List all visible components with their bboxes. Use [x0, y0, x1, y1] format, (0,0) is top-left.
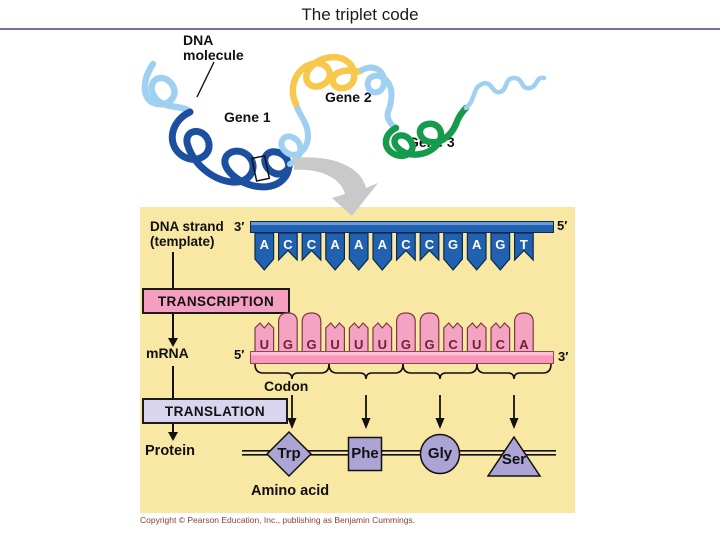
dna-strand-label-line2: (template) — [150, 234, 215, 249]
codon-brace — [402, 363, 478, 380]
dna-base-letter: A — [330, 237, 340, 252]
amino-acid-chain: Trp Phe Gly Ser — [242, 430, 556, 478]
amino-acid-name: Ser — [502, 451, 526, 468]
mrna-base-tab — [514, 312, 534, 353]
dna-5-prime-label: 5′ — [557, 218, 568, 233]
dna-base-letter: A — [472, 237, 482, 252]
mrna-base-tab — [325, 322, 345, 353]
mrna-base-letter: C — [496, 337, 506, 352]
codon-arrowhead — [287, 418, 297, 429]
codon-braces-and-arrows — [254, 363, 552, 429]
mrna-base-tab — [490, 322, 511, 353]
mrna-base-letter: G — [424, 337, 434, 352]
dna-3-prime-label: 3′ — [234, 219, 245, 234]
mrna-base-tab — [278, 312, 298, 353]
codon-brace — [254, 363, 330, 380]
dna-base-letter: C — [307, 237, 317, 252]
mrna-base-tab — [466, 322, 487, 353]
mrna-base-letter: G — [401, 337, 411, 352]
page-title: The triplet code — [301, 5, 419, 24]
mrna-base-tab — [348, 322, 369, 353]
amino-acid-name: Trp — [277, 445, 300, 462]
dna-molecule-label: DNA molecule — [183, 32, 244, 63]
dna-base-letter: C — [401, 237, 411, 252]
dna-base-tab — [372, 233, 393, 271]
dna-base-letter: A — [354, 237, 364, 252]
dna-base-tab — [490, 233, 511, 271]
mrna-base-letter: U — [330, 337, 339, 352]
codon-arrowhead — [435, 418, 445, 429]
amino-acid-name: Gly — [428, 445, 453, 462]
dna-base-tab — [278, 233, 298, 262]
copyright-line: Copyright © Pearson Education, Inc., pub… — [140, 515, 416, 525]
dna-base-letter: G — [495, 237, 505, 252]
mrna-base-letter: U — [354, 337, 363, 352]
mrna-base-tab — [301, 312, 322, 353]
dna-molecule-pointer-line — [196, 61, 215, 98]
mrna-base-tab — [443, 322, 463, 353]
codon-arrowhead — [509, 418, 519, 429]
mrna-base-letter: U — [472, 337, 481, 352]
dna-strand-label: DNA strand (template) — [150, 219, 224, 249]
mrna-base-tab — [419, 312, 440, 353]
dna-strand-label-line1: DNA strand — [150, 219, 224, 234]
mrna-base-tab — [254, 322, 275, 353]
mrna-base-tab — [372, 322, 393, 353]
mrna-backbone-bar — [250, 351, 554, 364]
mrna-base-letter: G — [306, 337, 316, 352]
dna-base-tab — [396, 233, 416, 262]
dna-molecule-illustration — [141, 53, 547, 215]
dna-base-tab — [348, 233, 369, 271]
dna-base-tab — [419, 233, 440, 262]
dna-base-tab — [301, 233, 322, 262]
dna-base-letter: T — [520, 237, 528, 252]
dna-base-letter: G — [448, 237, 458, 252]
helix-segment-lightblue-2 — [278, 101, 311, 167]
dna-base-tab — [466, 233, 487, 271]
mrna-base-letter: U — [260, 337, 269, 352]
flow-arrowhead — [168, 338, 178, 347]
amino-acid-name: Phe — [351, 445, 379, 462]
codon-arrowhead — [361, 418, 371, 429]
amino-acid-circle — [419, 433, 461, 475]
mrna-3-prime-label: 3′ — [558, 349, 569, 364]
helix-segment-lightblue-tail — [463, 75, 547, 111]
amino-acid-diamond — [265, 430, 313, 478]
mrna-base-letter: A — [519, 337, 529, 352]
helix-segment-lightblue-1 — [141, 60, 194, 116]
codon-brace — [328, 363, 404, 380]
amino-acid-label: Amino acid — [251, 483, 330, 499]
title-underline — [0, 28, 720, 30]
mrna-base-letter: U — [378, 337, 387, 352]
codon-brace — [476, 363, 552, 380]
dna-base-letter: A — [260, 237, 270, 252]
dna-base-tab — [325, 233, 345, 271]
mrna-label: mRNA — [146, 345, 189, 361]
dna-base-letter: A — [378, 237, 388, 252]
transcription-box: TRANSCRIPTION — [142, 288, 290, 314]
codon-label: Codon — [264, 378, 309, 394]
dna-base-tab — [514, 233, 534, 262]
mrna-base-letter: G — [283, 337, 293, 352]
dna-base-letter: C — [283, 237, 293, 252]
protein-label: Protein — [145, 443, 195, 459]
zoom-region-box — [250, 154, 271, 182]
gene-3-label: Gene 3 — [408, 134, 455, 150]
amino-acid-square — [347, 436, 383, 472]
dna-base-tab — [443, 233, 463, 271]
mrna-5-prime-label: 5′ — [234, 347, 245, 362]
flow-arrowhead — [168, 432, 178, 441]
amino-acid-triangle — [486, 435, 542, 477]
dna-base-letter: C — [425, 237, 435, 252]
dna-base-tab — [254, 233, 275, 271]
gene-1-label: Gene 1 — [224, 109, 271, 125]
mrna-base-tab — [396, 312, 416, 353]
dna-backbone-bar — [250, 221, 554, 233]
mrna-base-letter: C — [448, 337, 458, 352]
translation-box: TRANSLATION — [142, 398, 288, 424]
gene-2-label: Gene 2 — [325, 89, 372, 105]
